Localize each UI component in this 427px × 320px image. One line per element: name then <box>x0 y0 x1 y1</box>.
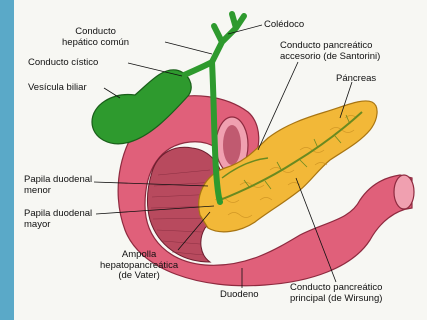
label-santorini-duct: Conducto pancreático accesorio (de Santo… <box>280 41 380 62</box>
label-gallbladder: Vesícula biliar <box>28 83 87 94</box>
label-pancreas: Páncreas <box>336 74 376 85</box>
label-cystic-duct: Conducto cístico <box>28 58 98 69</box>
hepatic-duct <box>212 14 244 62</box>
label-common-hepatic-duct: Conducto hepático común <box>62 27 129 48</box>
label-wirsung-duct: Conducto pancreático principal (de Wirsu… <box>290 283 382 304</box>
cystic-duct <box>182 62 212 76</box>
label-common-bile-duct: Colédoco <box>264 20 304 31</box>
duodenum-cut-end-right <box>394 175 414 209</box>
label-duodenum: Duodeno <box>220 290 259 301</box>
label-major-duodenal-papilla: Papila duodenal mayor <box>24 209 92 230</box>
label-minor-duodenal-papilla: Papila duodenal menor <box>24 175 92 196</box>
label-ampulla-of-vater: Ampolla hepatopancreática (de Vater) <box>100 250 178 282</box>
